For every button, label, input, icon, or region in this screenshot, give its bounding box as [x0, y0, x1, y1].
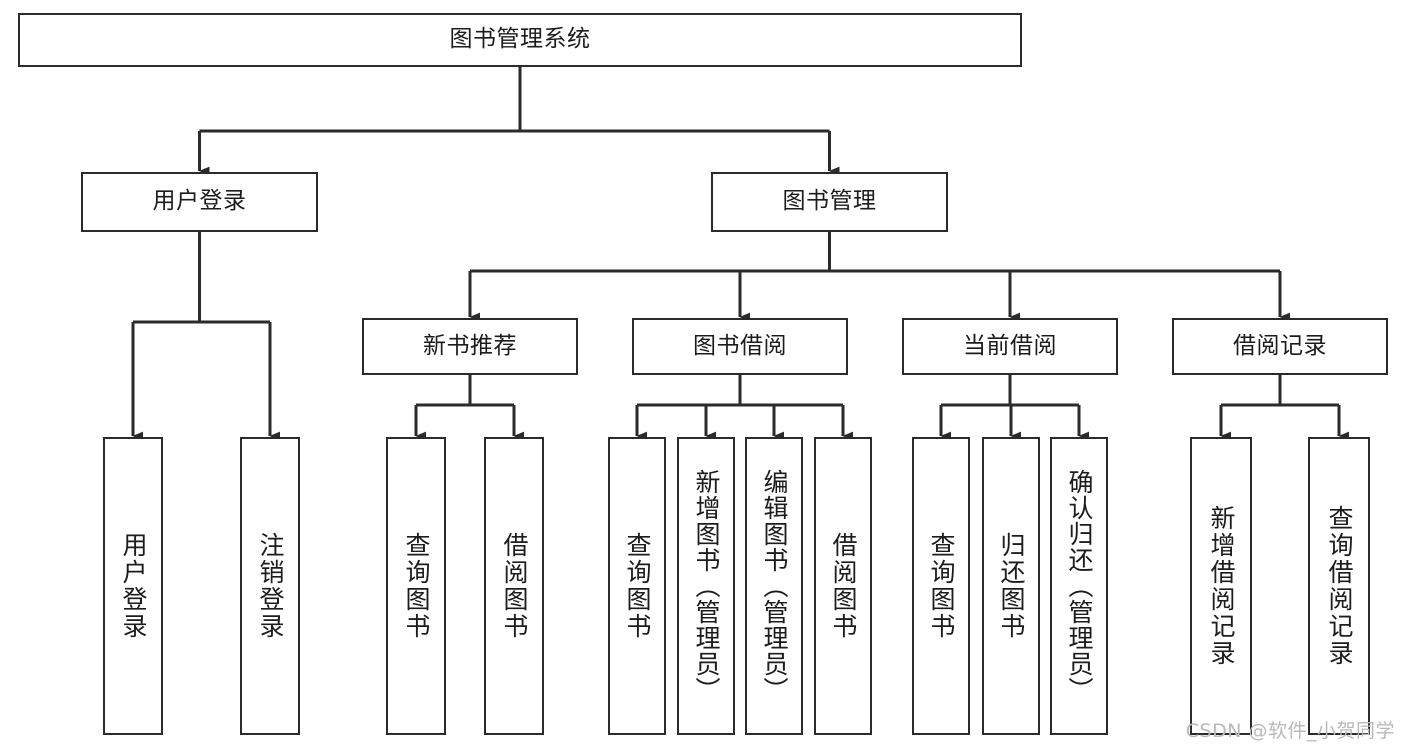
leaf-add-record-label: 新增借阅记录: [1207, 505, 1236, 667]
node-user-login[interactable]: 用户登录: [81, 172, 318, 232]
node-user-login-label: 用户登录: [152, 188, 247, 215]
leaf-borrow-book-1[interactable]: 借阅图书: [484, 437, 544, 735]
node-new-book-rec[interactable]: 新书推荐: [362, 318, 578, 375]
leaf-confirm-return-label: 确认归还（管理员）: [1065, 469, 1094, 703]
leaf-query-book-3-label: 查询图书: [927, 532, 956, 640]
leaf-confirm-return[interactable]: 确认归还（管理员）: [1050, 437, 1108, 735]
leaf-add-book-label: 新增图书（管理员）: [692, 469, 721, 703]
leaf-query-book-2-label: 查询图书: [623, 532, 652, 640]
leaf-query-book-3[interactable]: 查询图书: [912, 437, 970, 735]
leaf-add-record[interactable]: 新增借阅记录: [1190, 437, 1252, 735]
leaf-query-book-1[interactable]: 查询图书: [386, 437, 446, 735]
leaf-borrow-book-2-label: 借阅图书: [829, 532, 858, 640]
node-new-book-rec-label: 新书推荐: [423, 332, 517, 359]
leaf-user-login[interactable]: 用户登录: [103, 437, 163, 735]
node-root-label: 图书管理系统: [449, 26, 591, 53]
leaf-query-record[interactable]: 查询借阅记录: [1308, 437, 1370, 735]
node-borrow-record[interactable]: 借阅记录: [1172, 318, 1388, 375]
leaf-query-book-2[interactable]: 查询图书: [608, 437, 666, 735]
leaf-user-logout-label: 注销登录: [256, 532, 285, 640]
leaf-return-book-label: 归还图书: [997, 532, 1026, 640]
leaf-return-book[interactable]: 归还图书: [982, 437, 1040, 735]
node-current-borrow-label: 当前借阅: [963, 332, 1057, 359]
leaf-borrow-book-2[interactable]: 借阅图书: [814, 437, 872, 735]
leaf-edit-book[interactable]: 编辑图书（管理员）: [745, 437, 803, 735]
leaf-query-book-1-label: 查询图书: [402, 532, 431, 640]
node-book-borrow-label: 图书借阅: [693, 332, 787, 359]
node-book-manage[interactable]: 图书管理: [711, 172, 948, 232]
node-book-borrow[interactable]: 图书借阅: [632, 318, 848, 375]
leaf-add-book[interactable]: 新增图书（管理员）: [677, 437, 735, 735]
leaf-user-login-label: 用户登录: [119, 532, 148, 640]
node-current-borrow[interactable]: 当前借阅: [902, 318, 1118, 375]
node-root[interactable]: 图书管理系统: [18, 13, 1022, 67]
node-borrow-record-label: 借阅记录: [1233, 332, 1327, 359]
node-book-manage-label: 图书管理: [782, 188, 877, 215]
leaf-edit-book-label: 编辑图书（管理员）: [760, 469, 789, 703]
leaf-query-record-label: 查询借阅记录: [1325, 505, 1354, 667]
leaf-borrow-book-1-label: 借阅图书: [500, 532, 529, 640]
leaf-user-logout[interactable]: 注销登录: [240, 437, 300, 735]
